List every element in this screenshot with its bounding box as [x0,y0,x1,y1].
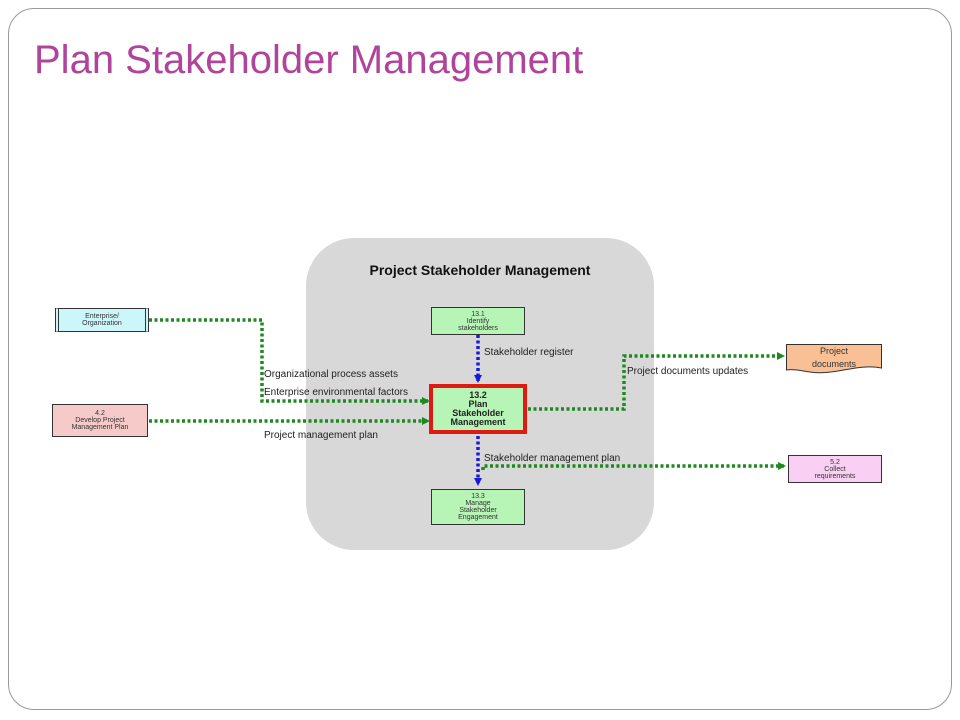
process-13-2-plan-stakeholder-management[interactable]: 13.2 Plan Stakeholder Management [429,384,527,434]
flow-label-env-factors: Enterprise environmental factors [264,387,408,398]
process-id: 13.3 [471,493,485,500]
process-label-line: Plan [468,399,488,409]
process-label-line: stakeholders [458,324,498,332]
process-label-line: Develop Project [75,417,125,424]
group-title: Project Stakeholder Management [369,262,591,278]
process-label-line: Collect [824,465,846,473]
process-id: 13.2 [469,390,487,400]
flow-label-stakeholder-register: Stakeholder register [484,347,574,358]
process-label-line: Stakeholder [452,408,504,418]
process-label-line: requirements [814,472,856,480]
flow-label-sm-plan: Stakeholder management plan [484,453,621,464]
process-13-3-manage-stakeholder-engagement[interactable]: 13.3 Manage Stakeholder Engagement [431,489,525,525]
process-5-2-collect-requirements[interactable]: 5.2 Collect requirements [788,455,882,483]
process-label-line: Identify [466,317,490,325]
process-label-line: Management [450,417,506,427]
flow-label-pm-plan: Project management plan [264,430,378,441]
project-documents[interactable]: Project documents [786,344,882,374]
slide-frame [8,8,952,710]
process-13-1-identify-stakeholders[interactable]: 13.1 Identify stakeholders [431,307,525,335]
entity-label-line: Enterprise/ [85,313,119,320]
process-id: 5.2 [830,458,840,466]
entity-label-line: Organization [82,320,122,327]
flow-label-org-assets: Organizational process assets [264,369,398,380]
document-label-line: Project [819,346,848,356]
document-shape [786,344,882,374]
process-4-2-develop-project-management-plan[interactable]: 4.2 Develop Project Management Plan [52,404,148,437]
process-id: 13.1 [471,310,485,318]
page-title: Plan Stakeholder Management [34,38,584,82]
process-id: 4.2 [95,410,105,417]
process-label-line: Management Plan [71,424,129,431]
flow-label-doc-updates: Project documents updates [627,366,749,377]
process-label-line: Stakeholder [459,507,497,514]
flow-plan-to-collect [481,462,786,470]
process-label-line: Engagement [458,514,498,521]
process-label-line: Manage [465,500,491,507]
flow-plan-to-documents [528,352,785,411]
flow-enterprise-to-plan [149,318,430,405]
enterprise-organization-entity[interactable]: Enterprise/ Organization [55,308,149,332]
document-label-line: documents [811,358,857,369]
